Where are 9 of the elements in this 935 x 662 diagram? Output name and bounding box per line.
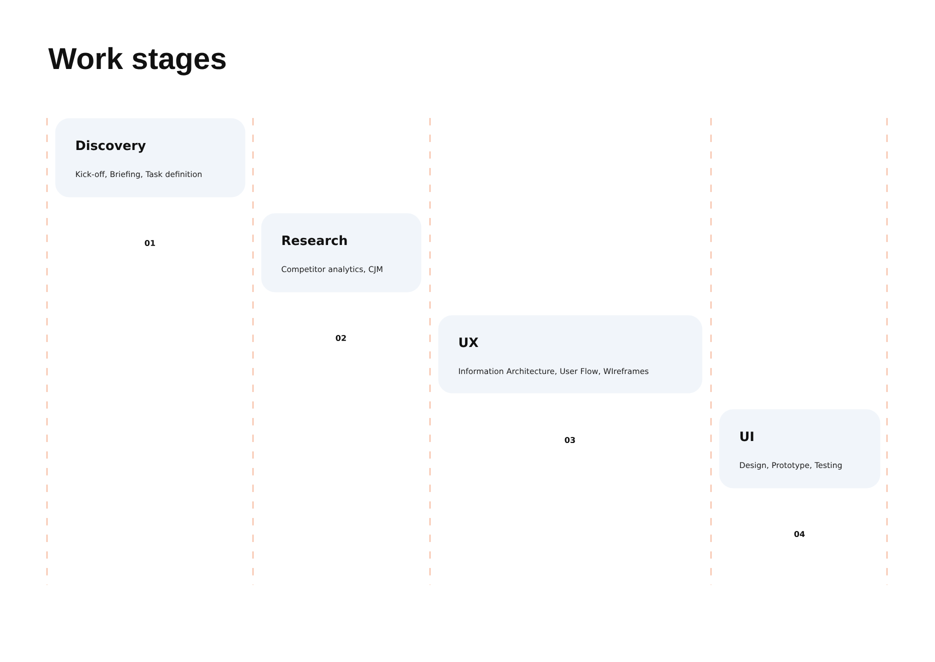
card-heading: Discovery <box>76 140 146 153</box>
card-heading: UX <box>459 338 478 348</box>
step-number: 02 <box>336 334 346 342</box>
card-heading: UI <box>740 432 754 442</box>
step-number: 04 <box>794 530 805 538</box>
card-heading: Research <box>282 235 347 246</box>
step-number: 03 <box>564 436 575 444</box>
title: Work stages <box>48 47 226 76</box>
step-number: 01 <box>144 240 156 246</box>
